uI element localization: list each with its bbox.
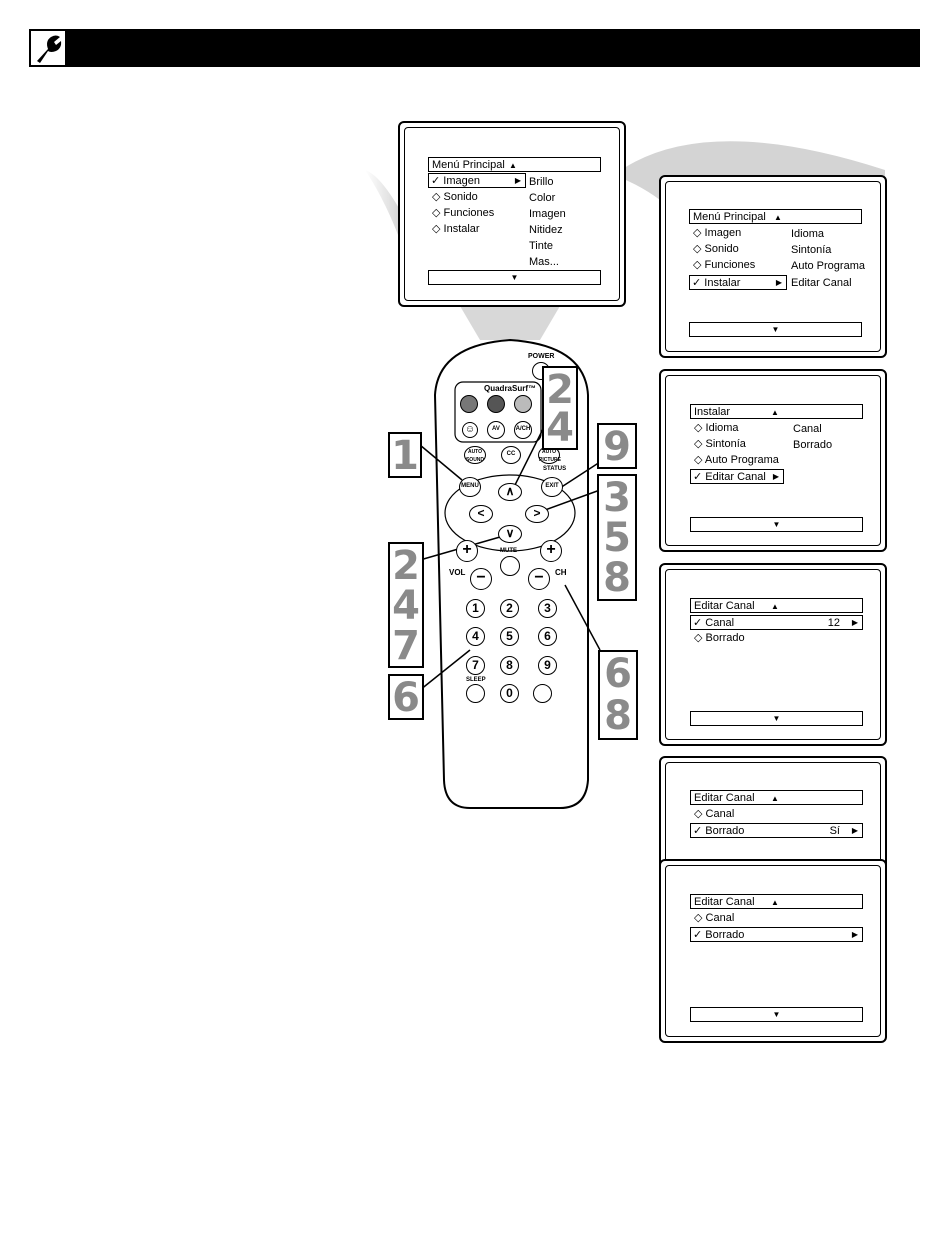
vol-label: VOL (449, 568, 466, 577)
header-bar (29, 29, 920, 67)
submenu-item: Imagen (529, 208, 566, 220)
digit-3-button[interactable]: 3 (538, 599, 557, 618)
auto-picture-button[interactable]: AUTO PICTURE (538, 446, 561, 464)
color-button-green[interactable] (487, 395, 505, 413)
menu-item: ◇ Sintonía (694, 438, 746, 450)
step-box-6-left: 6 (388, 674, 424, 720)
submenu-item: Mas... (529, 256, 559, 268)
step-box-3-5-8: 3 5 8 (597, 474, 637, 601)
smiley-button[interactable]: ☺ (462, 422, 478, 438)
tv-screen-instalar: Instalar▲ ◇ Idioma ◇ Sintonía ◇ Auto Pro… (659, 369, 887, 552)
ch-label: CH (555, 568, 567, 577)
power-label: POWER (528, 353, 555, 360)
submenu-item: Sintonía (791, 244, 832, 256)
menu-item: ◇ Idioma (694, 422, 739, 434)
submenu-item: Idioma (791, 228, 825, 240)
vol-down-button[interactable]: − (470, 568, 492, 590)
step-box-6-8: 6 8 (598, 650, 638, 740)
digit-9-button[interactable]: 9 (538, 656, 557, 675)
sleep-button[interactable] (466, 684, 485, 703)
av-button[interactable]: AV (487, 421, 505, 439)
submenu-item: Brillo (529, 176, 554, 188)
tv-screen-main-menu-instalar: Menú Principal▲ ◇ Imagen ◇ Sonido ◇ Func… (659, 175, 887, 358)
color-button-red[interactable] (460, 395, 478, 413)
menu-footer: ▼ (690, 711, 863, 726)
digit-1-button[interactable]: 1 (466, 599, 485, 618)
cc-button[interactable]: CC (501, 446, 521, 464)
step-box-1: 1 (388, 432, 422, 478)
menu-title: Editar Canal▲ (690, 598, 863, 613)
tv-screen-main-menu-imagen: Menú Principal▲ ✓ Imagen▶ ◇ Sonido ◇ Fun… (398, 121, 626, 307)
digit-4-button[interactable]: 4 (466, 627, 485, 646)
menu-footer: ▼ (690, 517, 863, 532)
submenu-item: Editar Canal (791, 277, 852, 289)
mute-label: MUTE (500, 548, 517, 554)
brand-label: QuadraSurf™ (484, 384, 537, 393)
submenu-item: Auto Programa (791, 260, 865, 272)
menu-item: ◇ Sonido (693, 243, 739, 255)
sleep-label: SLEEP (466, 677, 486, 683)
digit-2-button[interactable]: 2 (500, 599, 519, 618)
menu-item-selected: ✓ Instalar▶ (689, 275, 787, 290)
borrado-value: Sí (829, 825, 840, 837)
menu-item-selected: ✓ Borrado▶ (690, 927, 863, 942)
menu-title: Editar Canal▲ (690, 790, 863, 805)
menu-title: Menú Principal▲ (428, 157, 601, 172)
ch-down-button[interactable]: − (528, 568, 550, 590)
menu-title: Instalar▲ (690, 404, 863, 419)
menu-item: ◇ Funciones (693, 259, 756, 271)
menu-item: ◇ Funciones (432, 207, 495, 219)
menu-title: Editar Canal▲ (690, 894, 863, 909)
submenu-item: Borrado (793, 439, 833, 451)
vol-up-button[interactable]: + (456, 540, 478, 562)
digit-8-button[interactable]: 8 (500, 656, 519, 675)
menu-item: ◇ Canal (694, 808, 735, 820)
menu-item: ◇ Sonido (432, 191, 478, 203)
left-arrow-button[interactable]: < (469, 505, 493, 523)
menu-item: ◇ Auto Programa (694, 454, 779, 466)
submenu-item: Tinte (529, 240, 554, 252)
menu-footer: ▼ (428, 270, 601, 285)
digit-5-button[interactable]: 5 (500, 627, 519, 646)
ch-up-button[interactable]: + (540, 540, 562, 562)
blank-button[interactable] (533, 684, 552, 703)
digit-7-button[interactable]: 7 (466, 656, 485, 675)
menu-footer: ▼ (690, 1007, 863, 1022)
submenu-item: Color (529, 192, 556, 204)
menu-title: Menú Principal▲ (689, 209, 862, 224)
wrench-icon (29, 29, 67, 67)
menu-item-selected: ✓ Imagen▶ (428, 173, 526, 188)
ach-button[interactable]: A/CH (514, 421, 532, 439)
auto-sound-button[interactable]: AUTO SOUND (464, 446, 486, 464)
menu-item: ◇ Borrado (694, 632, 745, 644)
exit-button[interactable]: EXIT (541, 477, 563, 497)
menu-item: ◇ Imagen (693, 227, 742, 239)
menu-button[interactable]: MENU (459, 477, 481, 497)
menu-item-selected: ✓ Editar Canal▶ (690, 469, 784, 484)
menu-item: ◇ Canal (694, 912, 735, 924)
digit-0-button[interactable]: 0 (500, 684, 519, 703)
step-box-9: 9 (597, 423, 637, 469)
menu-item: ◇ Instalar (432, 223, 480, 235)
digit-6-button[interactable]: 6 (538, 627, 557, 646)
status-label: STATUS (543, 466, 567, 472)
mute-button[interactable] (500, 556, 520, 576)
submenu-item: Canal (793, 423, 822, 435)
menu-footer: ▼ (689, 322, 862, 337)
tv-screen-editar-canal-borrado-confirm: Editar Canal▲ ◇ Canal ✓ Borrado▶ ▼ (659, 859, 887, 1043)
step-box-2-4-7: 2 4 7 (388, 542, 424, 668)
step-box-2-4-top: 2 4 (542, 366, 578, 450)
submenu-item: Nitidez (529, 224, 563, 236)
color-button-yellow[interactable] (514, 395, 532, 413)
right-arrow-button[interactable]: > (525, 505, 549, 523)
down-arrow-button[interactable]: ∨ (498, 525, 522, 543)
canal-value: 12 (827, 617, 840, 629)
up-arrow-button[interactable]: ∧ (498, 483, 522, 501)
